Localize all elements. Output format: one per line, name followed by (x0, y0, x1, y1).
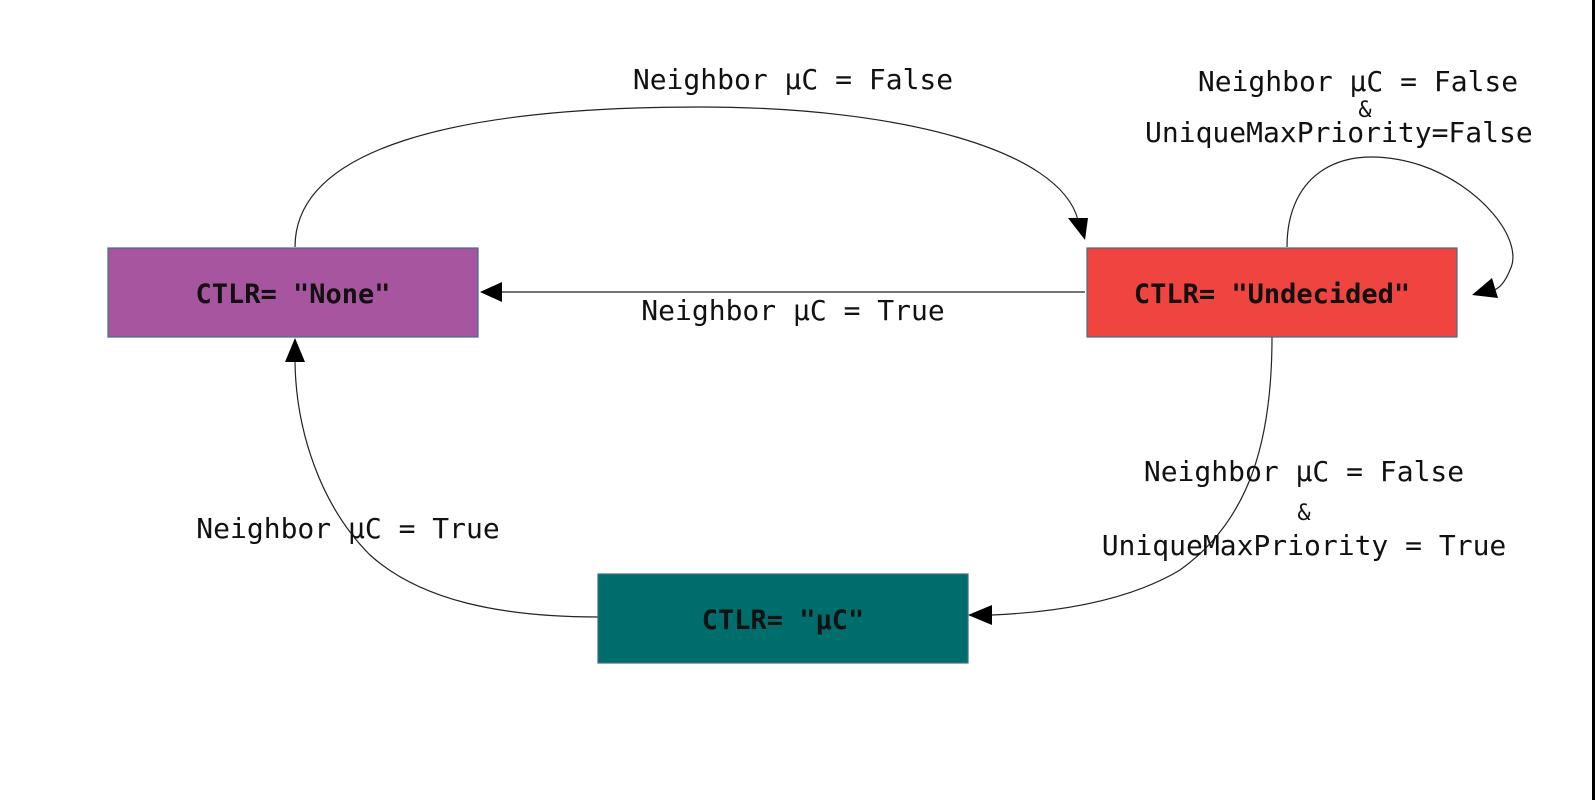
arrowhead (480, 282, 502, 302)
state-node-uc: CTLR= "μC" (597, 573, 969, 664)
node-label: CTLR= "μC" (702, 605, 865, 636)
node-label: CTLR= "Undecided" (1134, 279, 1410, 310)
node-box (597, 573, 969, 664)
edge-label-undecided-self-line1: Neighbor μC = False (1198, 65, 1518, 98)
edge-label-undecided-self-amp: & (1358, 98, 1372, 123)
edge-label-none-to-undecided: Neighbor μC = False (633, 63, 953, 96)
edge-none-to-undecided (294, 106, 1088, 248)
edge-label-undecided-to-uc-amp: & (1297, 501, 1311, 526)
edge-label-undecided-to-uc-line1: Neighbor μC = False (1144, 455, 1464, 488)
arrowhead (968, 605, 992, 625)
canvas-right-edge (1592, 0, 1595, 800)
node-label: CTLR= "None" (195, 279, 390, 310)
edge-label-undecided-to-none: Neighbor μC = True (641, 294, 944, 327)
edge-uc-to-none (285, 338, 599, 618)
edge-undecided-to-none (480, 282, 1085, 302)
edge-label-undecided-to-uc-line2: UniqueMaxPriority = True (1102, 529, 1507, 562)
edge-label-undecided-self-line2: UniqueMaxPriority=False (1145, 116, 1533, 149)
arrowhead (1472, 278, 1498, 298)
state-node-none: CTLR= "None" (107, 247, 479, 338)
edge-undecided-to-uc (968, 336, 1273, 625)
arrowhead (285, 338, 305, 362)
edge-undecided-self-loop (1286, 156, 1514, 298)
node-box (107, 247, 479, 338)
state-node-undecided: CTLR= "Undecided" (1086, 247, 1458, 338)
node-box (1086, 247, 1458, 338)
edge-label-uc-to-none: Neighbor μC = True (196, 512, 499, 545)
arrowhead (1068, 218, 1088, 240)
